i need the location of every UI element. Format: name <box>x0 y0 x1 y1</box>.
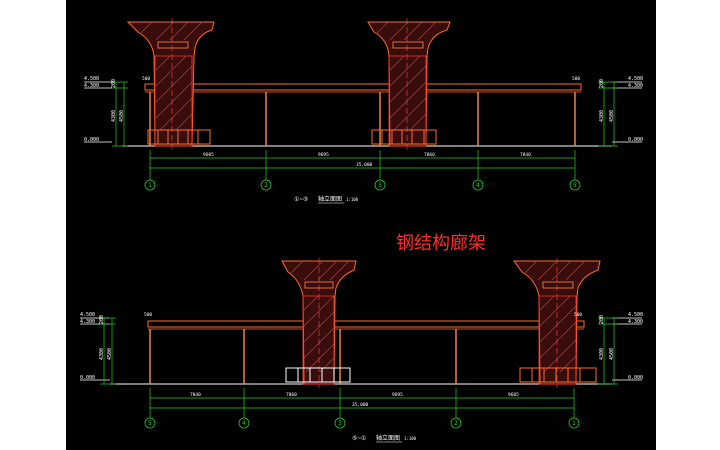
elevation-1: 4.500 4.300 0.000 200 4300 4500 4.500 4.… <box>84 18 643 204</box>
level-label: 4.500 <box>628 76 643 82</box>
axis-label: 3 <box>378 182 382 189</box>
level-label: 4.300 <box>628 319 643 325</box>
vdim-label: 4300 <box>111 110 117 122</box>
axis-label: 2 <box>264 182 268 189</box>
roof-beam <box>144 83 582 91</box>
end-label: 500 <box>142 76 150 82</box>
end-label: 500 <box>144 312 152 318</box>
posts <box>149 92 576 146</box>
vdim-label: 200 <box>99 315 105 324</box>
view-scale: 1:100 <box>346 197 359 202</box>
axis-bubbles <box>144 417 580 429</box>
level-label: 4.500 <box>80 312 95 318</box>
view-title: 轴立面图 <box>376 434 400 442</box>
end-label: 500 <box>572 76 580 82</box>
vdim-label: 4300 <box>599 110 605 122</box>
bay-dimension: 9605 <box>508 392 519 398</box>
mushroom-column <box>513 258 601 388</box>
level-label: 4.500 <box>84 76 99 82</box>
bay-dimension: 9605 <box>203 152 214 158</box>
elevation-2: 4.500 4.300 0.000 200 4300 4500 4.500 4.… <box>80 258 643 443</box>
column-hatch <box>523 261 585 373</box>
view-scale: 1:100 <box>404 436 417 441</box>
vertical-dimension-left <box>112 81 128 147</box>
end-label: 500 <box>574 312 582 318</box>
horizontal-dimensions <box>149 388 575 418</box>
vdim-label: 4500 <box>119 110 125 122</box>
vertical-dimension-right <box>598 317 618 385</box>
level-label: 4.300 <box>628 83 643 89</box>
axis-bubbles <box>144 179 581 191</box>
level-label: 0.000 <box>628 137 643 143</box>
axis-label: 2 <box>454 420 458 427</box>
level-marks-left <box>84 81 112 143</box>
bay-dimension: 7860 <box>424 152 435 158</box>
column-hatch <box>375 21 437 131</box>
bay-dimension: 7860 <box>286 392 297 398</box>
level-label: 0.000 <box>80 375 95 381</box>
vdim-label: 4300 <box>99 348 105 360</box>
total-dimension: 35,000 <box>356 162 373 168</box>
total-dimension: 35,000 <box>352 402 369 408</box>
level-label: 0.000 <box>628 375 643 381</box>
mushroom-column <box>367 18 451 150</box>
drawing-title: 钢结构廊架 <box>396 233 486 254</box>
axis-label: 5 <box>573 182 577 189</box>
axis-label: 1 <box>148 182 152 189</box>
level-label: 4.300 <box>80 319 95 325</box>
level-label: 4.500 <box>628 312 643 318</box>
axis-label: 5 <box>148 420 152 427</box>
horizontal-dimensions <box>149 150 576 180</box>
roof-beam <box>147 320 585 328</box>
axis-label: 4 <box>476 182 480 189</box>
bay-dimension: 7840 <box>190 392 201 398</box>
column-hatch <box>139 21 203 131</box>
vdim-label: 200 <box>111 79 117 88</box>
vertical-dimension-left <box>100 317 116 385</box>
bay-dimension: 9695 <box>318 152 329 158</box>
axis-label: 3 <box>338 420 342 427</box>
mushroom-column <box>126 18 215 150</box>
level-label: 0.000 <box>84 137 99 143</box>
mushroom-column <box>281 258 357 388</box>
vertical-dimension-right <box>598 81 618 147</box>
vdim-label: 4500 <box>609 110 615 122</box>
vdim-label: 200 <box>599 315 605 324</box>
vdim-label: 4500 <box>107 348 113 360</box>
vdim-label: 200 <box>599 79 605 88</box>
vdim-label: 4500 <box>609 348 615 360</box>
vdim-label: 4300 <box>599 348 605 360</box>
bay-dimension: 9695 <box>392 392 403 398</box>
bay-dimension: 7840 <box>520 152 531 158</box>
view-title: 轴立面图 <box>318 195 342 203</box>
level-label: 4.300 <box>84 83 99 89</box>
axis-label: 1 <box>572 420 576 427</box>
view-title-prefix: ⑤~① <box>352 435 366 442</box>
axis-label: 4 <box>242 420 246 427</box>
view-title-prefix: ①~⑤ <box>294 196 308 203</box>
